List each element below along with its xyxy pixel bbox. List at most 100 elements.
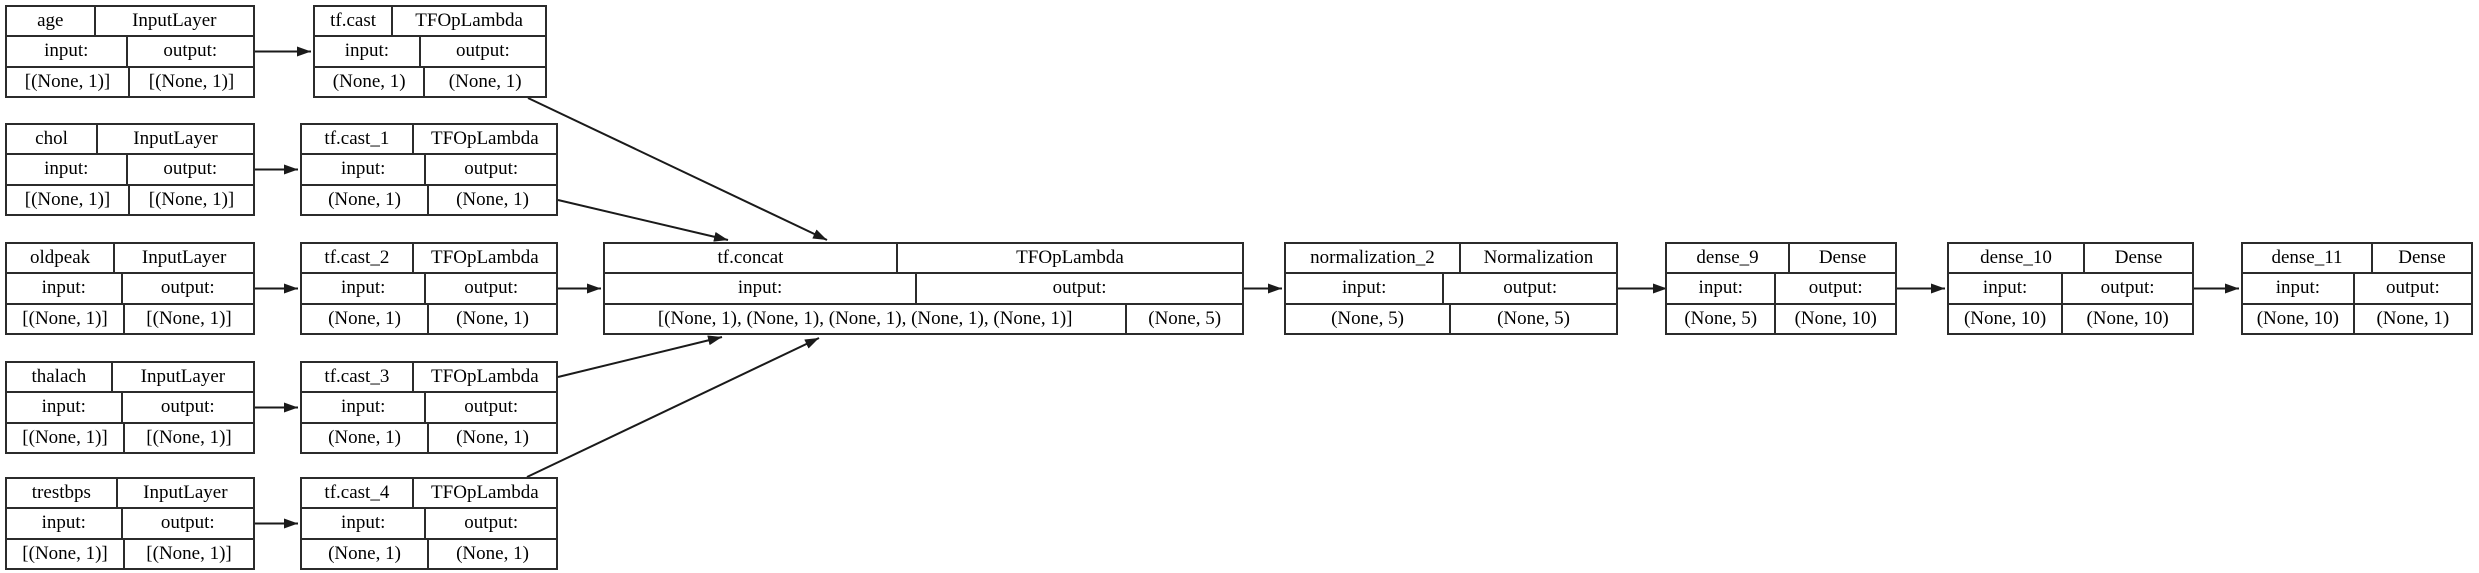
output-label: output: — [464, 512, 519, 534]
layer-name: chol — [7, 125, 99, 154]
output-label: output: — [2385, 277, 2440, 299]
layer-name: age — [7, 7, 96, 36]
edge-tf_cast_4-to-tf_concat — [526, 337, 820, 478]
output-label: output: — [464, 277, 519, 299]
output-shape: (None, 5) — [1497, 307, 1570, 329]
input-label: input: — [1286, 274, 1445, 303]
input-shape: [(None, 1)] — [7, 423, 126, 452]
layer-name: normalization_2 — [1286, 244, 1461, 273]
output-shape: (None, 1) — [456, 188, 529, 210]
output-label: output: — [163, 40, 218, 62]
input-label: input: — [7, 393, 123, 422]
output-shape: (None, 10) — [1794, 307, 1877, 329]
layer-node-tf_concat: tf.concat TFOpLambda input: output: [(No… — [603, 242, 1244, 335]
output-shape: [(None, 1)] — [146, 542, 232, 564]
output-shape: [(None, 1)] — [148, 70, 235, 92]
layer-node-tf_cast_4: tf.cast_4 TFOpLambda input: output: (Non… — [300, 477, 558, 570]
output-label: output: — [1503, 277, 1558, 299]
input-label: input: — [7, 155, 128, 184]
output-shape: [(None, 1)] — [148, 188, 235, 210]
input-shape: (None, 1) — [302, 539, 429, 568]
input-label: input: — [302, 274, 427, 303]
input-label: input: — [302, 393, 427, 422]
output-shape: [(None, 1)] — [146, 307, 232, 329]
layer-node-tf_cast_2: tf.cast_2 TFOpLambda input: output: (Non… — [300, 242, 558, 335]
layer-name: tf.cast — [315, 7, 394, 36]
layer-name: tf.cast_2 — [302, 244, 414, 273]
edge-tf_cast_3-to-tf_concat — [557, 335, 723, 378]
output-shape: (None, 1) — [456, 426, 529, 448]
output-label: output: — [163, 158, 218, 180]
layer-type: TFOpLambda — [431, 128, 539, 150]
layer-name: oldpeak — [7, 244, 116, 273]
input-label: input: — [7, 37, 128, 66]
layer-type: TFOpLambda — [431, 247, 539, 269]
output-shape: (None, 1) — [456, 307, 529, 329]
layer-type: Dense — [2398, 247, 2446, 269]
layer-node-thalach: thalach InputLayer input: output: [(None… — [5, 361, 255, 454]
output-shape: (None, 1) — [2376, 307, 2450, 329]
output-shape: (None, 10) — [2086, 307, 2169, 329]
output-label: output: — [464, 396, 519, 418]
input-shape: [(None, 1), (None, 1), (None, 1), (None,… — [605, 304, 1128, 333]
layer-node-dense_11: dense_11 Dense input: output: (None, 10)… — [2241, 242, 2473, 335]
output-shape: [(None, 1)] — [146, 426, 232, 448]
layer-node-tf_cast_3: tf.cast_3 TFOpLambda input: output: (Non… — [300, 361, 558, 454]
input-label: input: — [302, 509, 427, 538]
edge-tf_cast-to-tf_concat — [527, 97, 828, 241]
output-label: output: — [160, 396, 215, 418]
output-label: output: — [160, 512, 215, 534]
input-shape: (None, 10) — [1949, 304, 2064, 333]
layer-node-chol: chol InputLayer input: output: [(None, 1… — [5, 123, 255, 216]
layer-type: InputLayer — [132, 10, 217, 32]
input-shape: (None, 5) — [1667, 304, 1777, 333]
output-label: output: — [2100, 277, 2155, 299]
input-shape: (None, 1) — [302, 185, 429, 214]
layer-type: Dense — [2114, 247, 2163, 269]
layer-name: tf.cast_4 — [302, 479, 414, 508]
output-label: output: — [455, 40, 510, 62]
layer-node-trestbps: trestbps InputLayer input: output: [(Non… — [5, 477, 255, 570]
input-label: input: — [1949, 274, 2064, 303]
layer-name: tf.cast_1 — [302, 125, 414, 154]
input-label: input: — [1667, 274, 1777, 303]
layer-type: TFOpLambda — [415, 10, 523, 32]
layer-type: TFOpLambda — [431, 482, 539, 504]
layer-node-normalization_2: normalization_2 Normalization input: out… — [1284, 242, 1618, 335]
layer-name: dense_9 — [1667, 244, 1791, 273]
layer-node-tf_cast_1: tf.cast_1 TFOpLambda input: output: (Non… — [300, 123, 558, 216]
input-label: input: — [605, 274, 918, 303]
layer-type: InputLayer — [140, 366, 226, 388]
output-label: output: — [1052, 277, 1107, 299]
input-label: input: — [7, 274, 123, 303]
input-shape: (None, 1) — [315, 67, 426, 96]
output-shape: (None, 1) — [448, 70, 522, 92]
input-shape: (None, 5) — [1286, 304, 1451, 333]
input-shape: [(None, 1)] — [7, 67, 130, 96]
layer-type: TFOpLambda — [431, 366, 539, 388]
layer-type: InputLayer — [141, 247, 227, 269]
layer-type: InputLayer — [143, 482, 228, 504]
output-shape: (None, 5) — [1148, 307, 1222, 329]
layer-name: dense_11 — [2243, 244, 2373, 273]
input-label: input: — [302, 155, 427, 184]
layer-node-oldpeak: oldpeak InputLayer input: output: [(None… — [5, 242, 255, 335]
layer-name: trestbps — [7, 479, 118, 508]
input-shape: (None, 1) — [302, 423, 429, 452]
input-shape: [(None, 1)] — [7, 185, 130, 214]
output-label: output: — [464, 158, 519, 180]
input-shape: (None, 10) — [2243, 304, 2355, 333]
output-shape: (None, 1) — [456, 542, 529, 564]
layer-name: dense_10 — [1949, 244, 2086, 273]
layer-node-age: age InputLayer input: output: [(None, 1)… — [5, 5, 255, 98]
input-label: input: — [2243, 274, 2355, 303]
layer-type: TFOpLambda — [1016, 247, 1124, 269]
input-shape: (None, 1) — [302, 304, 429, 333]
input-label: input: — [315, 37, 421, 66]
output-label: output: — [1808, 277, 1863, 299]
output-label: output: — [160, 277, 215, 299]
layer-name: tf.concat — [605, 244, 899, 273]
edge-tf_cast_1-to-tf_concat — [557, 199, 729, 242]
layer-node-tf_cast: tf.cast TFOpLambda input: output: (None,… — [313, 5, 547, 98]
